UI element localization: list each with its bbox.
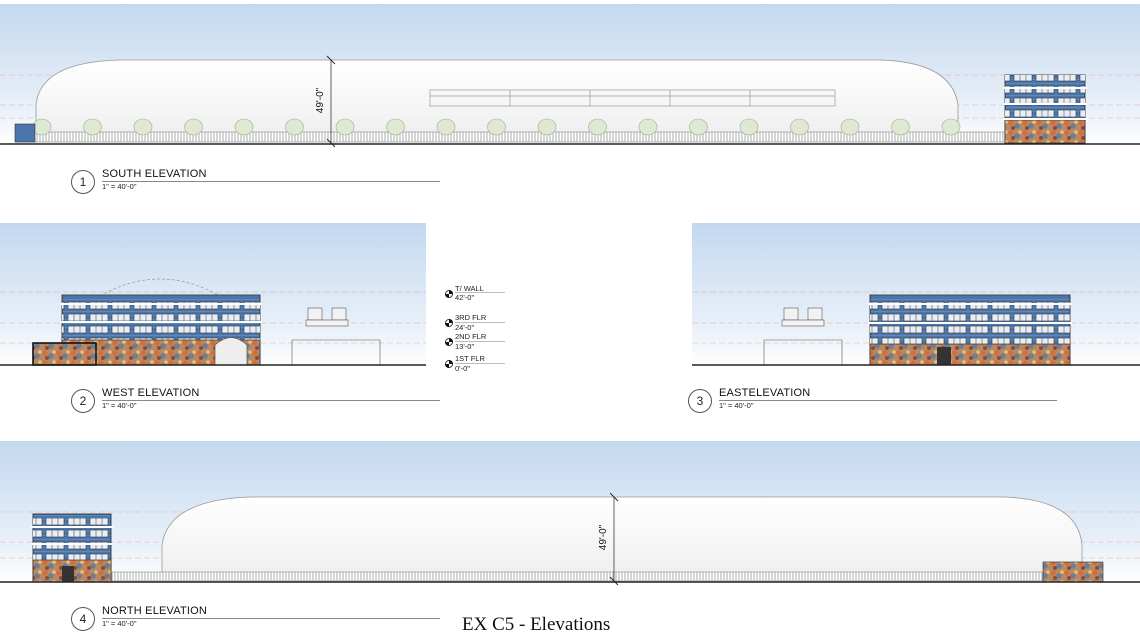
tree: [638, 118, 658, 136]
east-rooftop-units: [763, 307, 843, 365]
tree: [537, 118, 557, 136]
tree: [285, 118, 304, 136]
tree: [83, 118, 102, 136]
east-elevation-number: 3: [688, 389, 712, 413]
east-building: [868, 294, 1072, 366]
south-elevation-drawing: [0, 4, 1140, 148]
north-elevation-number: 4: [71, 607, 95, 631]
tree: [790, 118, 809, 136]
south-train: [429, 89, 836, 107]
west-rooftop-units: [291, 307, 381, 365]
north-height-dimension: 49'-0": [598, 524, 610, 551]
east-elevation-drawing: [692, 223, 1140, 366]
south-elevation-scale: 1" = 40'-0": [102, 182, 137, 191]
tree: [689, 118, 708, 136]
tree: [487, 118, 506, 136]
north-elevation-scale: 1" = 40'-0": [102, 619, 137, 628]
west-elevation-drawing: [0, 223, 426, 366]
west-elevation-number: 2: [71, 389, 95, 413]
tree: [739, 118, 759, 136]
west-elevation-title: WEST ELEVATION: [102, 387, 200, 399]
level-marker-icon: [445, 338, 453, 346]
level-twall-height: 42'-0": [455, 293, 475, 302]
north-dome: [161, 496, 1083, 581]
south-dome: [35, 59, 959, 141]
south-trees: [32, 118, 961, 136]
east-elevation-scale: 1" = 40'-0": [719, 401, 754, 410]
level-marker-icon: [445, 290, 453, 298]
level-1st-height: 0'-0": [455, 364, 470, 373]
level-2nd-height: 13'-0": [455, 342, 475, 351]
north-elevation-title: NORTH ELEVATION: [102, 605, 208, 617]
tree: [840, 118, 860, 136]
south-height-dimension: 49'-0": [315, 87, 327, 114]
level-3rd-name: 3RD FLR: [455, 313, 487, 322]
level-marker-icon: [445, 319, 453, 327]
north-elevation-drawing: [0, 441, 1140, 586]
level-marker-icon: [445, 360, 453, 368]
level-1st-name: 1ST FLR: [455, 354, 485, 363]
north-building: [31, 513, 113, 583]
south-elevation-title: SOUTH ELEVATION: [102, 168, 207, 180]
level-3rd-height: 24'-0": [455, 323, 475, 332]
tree: [234, 118, 254, 136]
east-elevation-title: EASTELEVATION: [719, 387, 811, 399]
tree: [335, 118, 355, 136]
sheet-title: EX C5 - Elevations: [462, 614, 611, 635]
west-elevation-scale: 1" = 40'-0": [102, 401, 137, 410]
tree: [588, 118, 607, 136]
south-building: [1003, 74, 1087, 144]
tree: [32, 118, 52, 136]
tree: [133, 118, 153, 136]
level-twall-name: T/ WALL: [455, 284, 484, 293]
tree: [436, 118, 456, 136]
west-building: [32, 294, 262, 366]
tree: [184, 118, 203, 136]
south-elevation-number: 1: [71, 170, 95, 194]
level-2nd-name: 2ND FLR: [455, 332, 487, 341]
tree: [386, 118, 405, 136]
tree: [941, 118, 961, 136]
tree: [891, 118, 910, 136]
